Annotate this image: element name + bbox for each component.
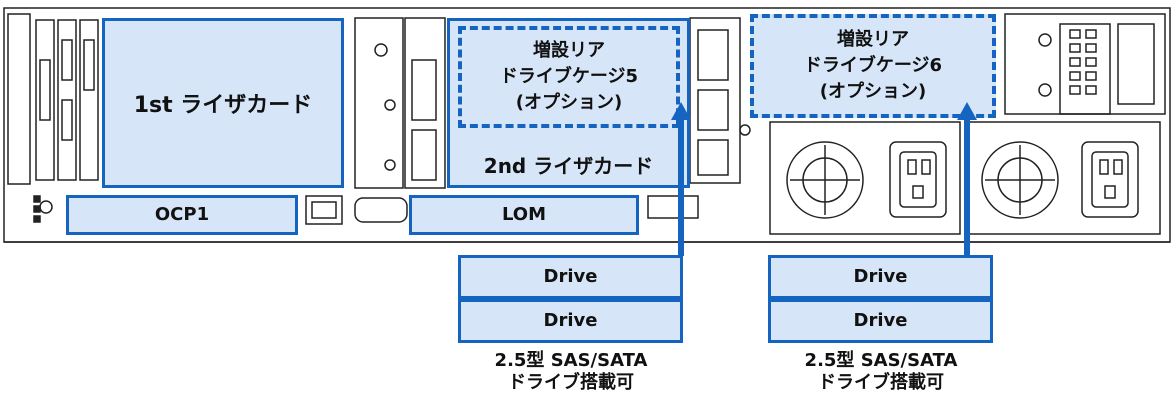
drive-label: Drive xyxy=(543,266,598,287)
mid-panel xyxy=(354,17,404,189)
left-drive-1: Drive xyxy=(458,255,683,299)
psu-1 xyxy=(769,121,961,235)
cage6-line1: 増設リア xyxy=(837,29,909,50)
riser1-label: 1st ライザカード xyxy=(133,93,313,118)
drive-label: Drive xyxy=(543,310,598,331)
drive-cage5-box: 増設リア ドライブケージ5 (オプション) xyxy=(458,26,680,128)
screw xyxy=(384,99,396,111)
left-drive-2: Drive xyxy=(458,299,683,343)
rj45-port xyxy=(305,195,343,225)
cage5-line3: (オプション) xyxy=(515,92,623,113)
arrow-shaft-left xyxy=(678,116,684,256)
arrow-head-left xyxy=(671,102,691,120)
cage6-line2: ドライブケージ6 xyxy=(803,55,943,76)
vga-port xyxy=(354,197,408,223)
cage5-line2: ドライブケージ5 xyxy=(499,66,639,87)
right-caption: 2.5型 SAS/SATA ドライブ搭載可 xyxy=(756,350,1006,394)
drive-label: Drive xyxy=(853,266,908,287)
left-caption: 2.5型 SAS/SATA ドライブ搭載可 xyxy=(446,350,696,394)
mid-panel xyxy=(404,17,446,189)
left-caption-line1: 2.5型 SAS/SATA xyxy=(494,350,648,371)
riser2-label: 2nd ライザカード xyxy=(483,154,654,178)
right-caption-line2: ドライブ搭載可 xyxy=(818,372,944,393)
right-caption-line1: 2.5型 SAS/SATA xyxy=(804,350,958,371)
cage6-line3: (オプション) xyxy=(819,81,927,102)
arrow-shaft-right xyxy=(964,116,970,256)
right-drive-2: Drive xyxy=(768,299,993,343)
lom-box: LOM xyxy=(409,195,639,235)
right-drive-1: Drive xyxy=(768,255,993,299)
pcie-bracket xyxy=(57,19,77,181)
cage5-line1: 増設リア xyxy=(533,40,605,61)
screw xyxy=(374,43,388,57)
pcie-bracket xyxy=(35,19,55,181)
ocp1-box: OCP1 xyxy=(66,195,298,235)
right-io-block xyxy=(1004,13,1166,115)
ocp1-label: OCP1 xyxy=(154,204,210,225)
lom-label: LOM xyxy=(501,204,547,225)
arrow-head-right xyxy=(957,102,977,120)
screw xyxy=(384,159,396,171)
usb-port xyxy=(647,195,699,219)
drive-cage6-box: 増設リア ドライブケージ6 (オプション) xyxy=(750,14,996,118)
drive-label: Drive xyxy=(853,310,908,331)
left-caption-line2: ドライブ搭載可 xyxy=(508,372,634,393)
pcie-bracket xyxy=(79,19,99,181)
riser1-box: 1st ライザカード xyxy=(102,18,344,188)
left-ear xyxy=(7,13,31,185)
riser2-brackets xyxy=(689,17,741,184)
